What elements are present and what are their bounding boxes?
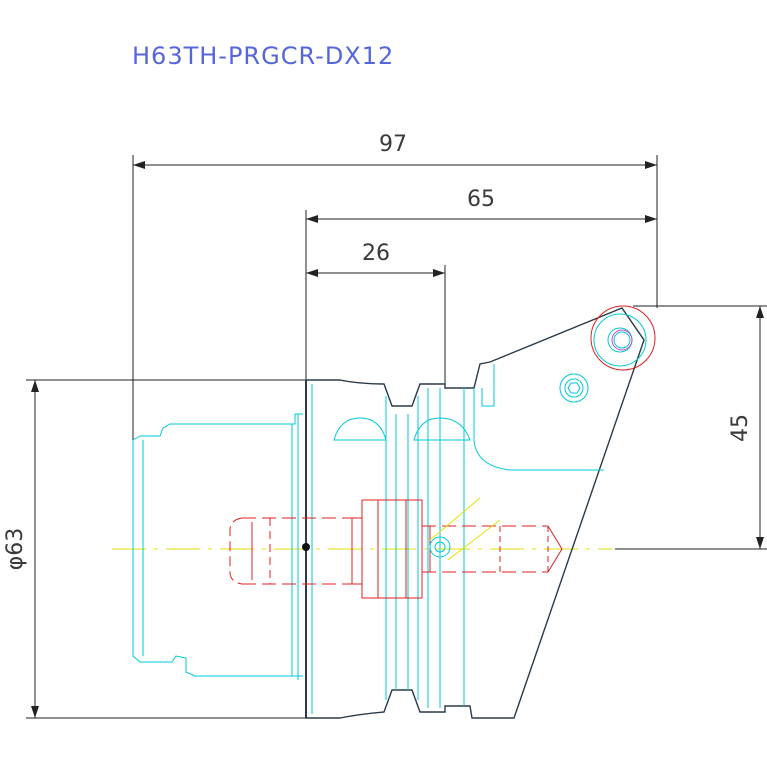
drawing-title: H63TH-PRGCR-DX12 [132,42,394,70]
dimension-lines [26,155,767,719]
dimension-diameter-63: φ63 [3,528,28,571]
internal-parts [229,499,563,599]
head-outline [305,307,645,719]
head-hidden-lines [311,313,647,714]
clamp-pin-top [590,305,656,371]
shank-outline [132,413,303,680]
dimension-97: 97 [379,132,407,157]
dimension-65: 65 [467,187,495,212]
coolant-screw [429,497,501,561]
dimension-26: 26 [362,241,390,266]
center-point [302,543,310,551]
dimension-45: 45 [728,414,753,442]
